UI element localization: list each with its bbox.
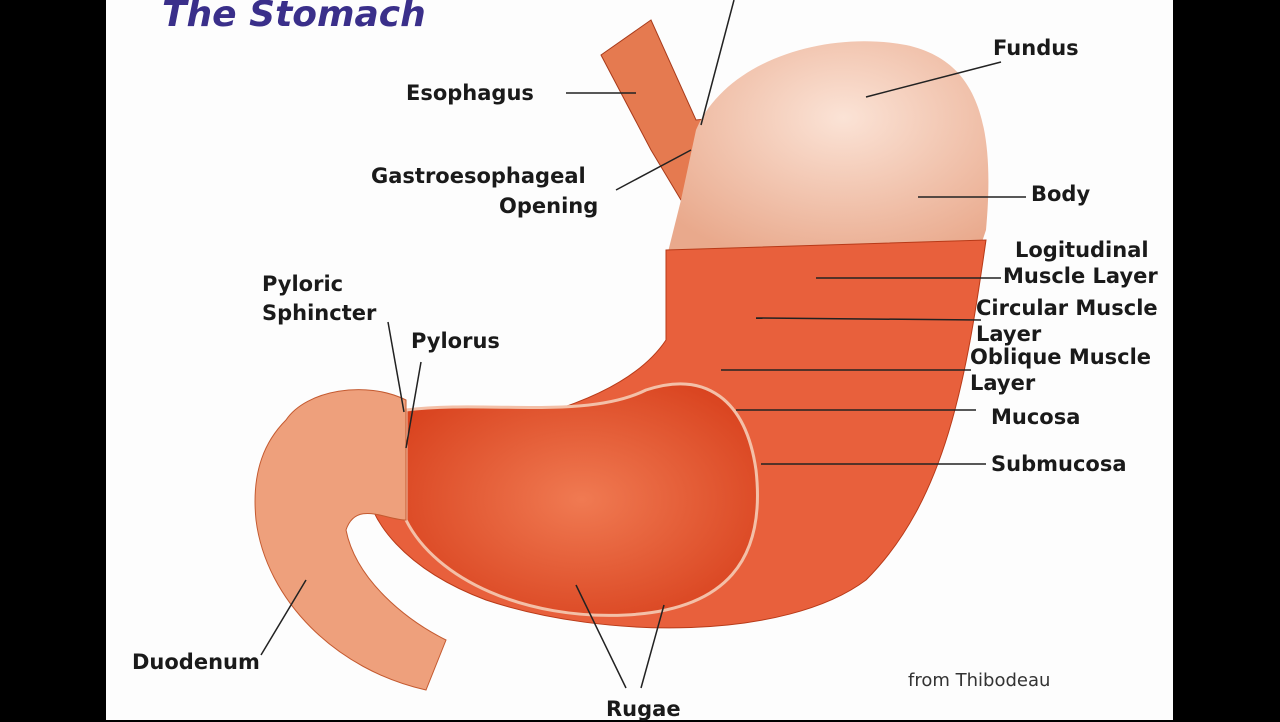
label-rugae: Rugae	[606, 697, 681, 721]
label-pyloric-1: Pyloric	[262, 272, 344, 296]
label-circular-1: Circular Muscle	[976, 296, 1158, 320]
label-gastroesophageal-1: Gastroesophageal	[371, 164, 586, 188]
label-oblique-1: Oblique Muscle	[970, 345, 1152, 369]
page-title: The Stomach	[162, 0, 426, 35]
label-circular-2: Layer	[976, 322, 1042, 346]
label-body: Body	[1031, 182, 1091, 206]
mucosa-shape	[404, 382, 759, 617]
label-pylorus: Pylorus	[411, 329, 500, 353]
stomach-illustration	[254, 0, 1026, 691]
label-esophagus: Esophagus	[406, 81, 534, 105]
diagram-canvas: The Stomach Esophagus Gastroesophageal O…	[106, 0, 1173, 721]
label-submucosa: Submucosa	[991, 452, 1127, 476]
leader-lines	[260, 0, 1026, 689]
label-fundus: Fundus	[993, 36, 1079, 60]
fundus-shape	[666, 41, 989, 260]
label-duodenum: Duodenum	[132, 650, 260, 674]
image-credit: from Thibodeau	[908, 670, 1051, 691]
label-longitudinal-2: Muscle Layer	[1003, 264, 1158, 288]
label-mucosa: Mucosa	[991, 405, 1081, 429]
label-longitudinal-1: Logitudinal	[1015, 238, 1149, 262]
label-gastroesophageal-2: Opening	[499, 194, 599, 218]
label-pyloric-2: Sphincter	[262, 301, 377, 325]
label-oblique-2: Layer	[970, 371, 1036, 395]
